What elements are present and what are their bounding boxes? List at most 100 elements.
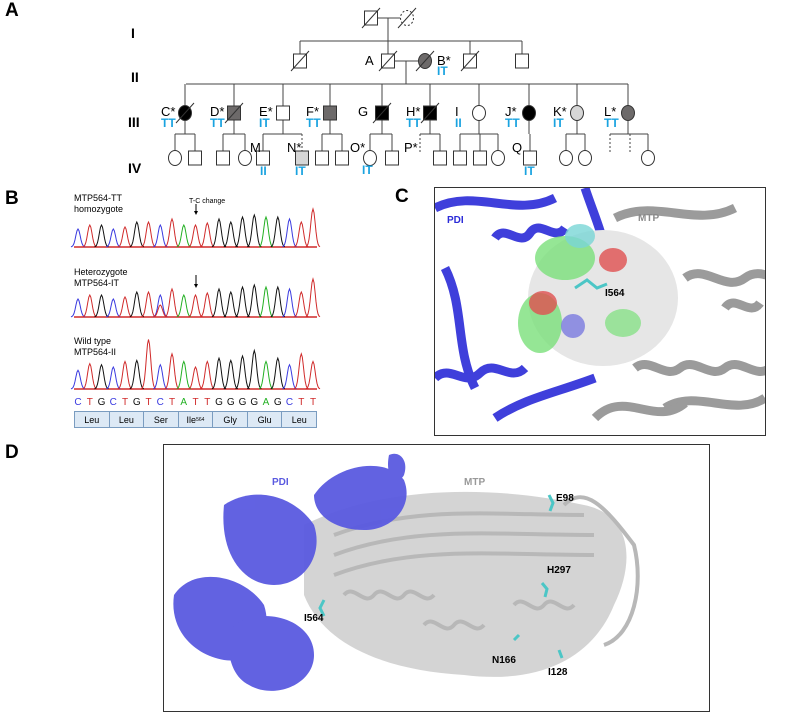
sequence-base: C [110, 397, 117, 408]
sequence-base: G [98, 397, 106, 408]
female-symbol [522, 105, 536, 121]
individual-label: D* [210, 104, 224, 119]
chromatogram-peak [305, 207, 321, 248]
sequence-base: T [204, 397, 210, 408]
sequence-base: A [263, 397, 270, 408]
male-symbol [515, 53, 529, 69]
chromatogram-peak [164, 287, 180, 318]
chromatogram-peak [129, 358, 145, 390]
sequence-base: T [122, 397, 128, 408]
sequence-base: G [274, 397, 282, 408]
chromatogram-peak [141, 220, 156, 248]
sequence-base: T [169, 397, 175, 408]
genotype-label: IT [259, 116, 270, 130]
amino-acid-cell: Ser [143, 411, 179, 428]
chromatogram-peak [294, 220, 309, 248]
male-symbol [335, 150, 349, 166]
chromatogram-peak [247, 213, 262, 248]
chromatogram-peak [223, 220, 239, 248]
pdi-label: PDI [447, 215, 464, 226]
structure-closeup: PDI MTP I564 [434, 187, 766, 436]
closeup-render: PDI MTP I564 [435, 188, 765, 435]
sequence-base: A [180, 397, 187, 408]
sequence-base: T [145, 397, 151, 408]
residue-label: E98 [556, 493, 574, 504]
male-symbol [473, 150, 487, 166]
generation-label: I [131, 25, 135, 41]
amino-acid-cell: Glu [246, 411, 283, 428]
chromatogram-peak [294, 352, 309, 390]
female-symbol [363, 150, 377, 166]
chromatogram-peak [164, 217, 180, 248]
chromatogram-peak [153, 223, 168, 248]
genotype-label: TT [210, 116, 225, 130]
chromatogram-peak [282, 363, 297, 390]
chromatogram-peak [246, 348, 262, 390]
chromatogram-peak [141, 339, 156, 389]
amino-acid-cell: Leu [74, 411, 110, 428]
chromatogram-peak [211, 356, 227, 390]
chromatogram-peak [282, 217, 297, 248]
chromatogram-peak [164, 352, 180, 390]
female-symbol [472, 105, 486, 121]
individual-label: I [455, 104, 459, 119]
deceased-mark [361, 7, 381, 29]
chromatogram-peak [294, 290, 309, 318]
male-symbol [256, 150, 270, 166]
chromatogram-peak [200, 291, 215, 318]
sequence-base: G [250, 397, 258, 408]
genotype-label: TT [161, 116, 176, 130]
amino-acid-label: Leu [84, 414, 100, 425]
individual-label: F* [306, 104, 319, 119]
male-symbol [385, 150, 399, 166]
chromatogram-peak [188, 223, 203, 248]
genotype-label: TT [505, 116, 520, 130]
mtp-label: MTP [638, 213, 659, 224]
female-symbol [578, 150, 592, 166]
individual-label: O* [350, 140, 365, 155]
chromatogram-peak [129, 290, 145, 318]
chromatogram-peak [129, 220, 145, 248]
chromatogram-peak [176, 293, 191, 318]
residue-label: I564 [304, 613, 324, 624]
male-symbol [433, 150, 447, 166]
generation-label: IV [128, 160, 142, 176]
residue-label: I564 [605, 288, 625, 299]
chromatogram-peak [82, 223, 97, 248]
arrow-icon [194, 284, 198, 288]
genotype-label: II [455, 116, 462, 130]
individual-label: G [358, 104, 368, 119]
amino-acid-label: Gly [223, 414, 237, 425]
deceased-mark [372, 102, 392, 124]
sequence-base: G [133, 397, 141, 408]
chromatogram-peak [117, 225, 133, 248]
residue-label: N166 [492, 655, 516, 666]
chromatogram-peak [188, 365, 203, 390]
chromatogram-peak [258, 215, 274, 248]
sequence-base: T [310, 397, 316, 408]
genotype-label: II [260, 164, 267, 178]
chromatogram-peak [200, 360, 215, 390]
male-symbol [295, 150, 309, 166]
female-symbol [168, 150, 182, 166]
chromatogram-peak [70, 228, 86, 248]
residue-label: I128 [548, 667, 568, 678]
individual-label: Q [512, 140, 522, 155]
chromatogram-peak [258, 360, 274, 390]
individual-label: N* [287, 140, 301, 155]
female-symbol [559, 150, 573, 166]
chromatogram-peak [305, 360, 321, 390]
chromatogram-peak [153, 304, 168, 318]
genotype-label: IT [362, 163, 373, 177]
deceased-mark [378, 50, 398, 72]
chromatogram-peak [258, 285, 274, 318]
amino-acid-cell: Leu [281, 411, 317, 428]
sequence-base: C [286, 397, 293, 408]
amino-acid-label: Glu [257, 414, 272, 425]
panel-label-c: C [395, 186, 409, 207]
chromatogram-peak [305, 277, 321, 318]
chromatogram-peak [270, 285, 286, 318]
